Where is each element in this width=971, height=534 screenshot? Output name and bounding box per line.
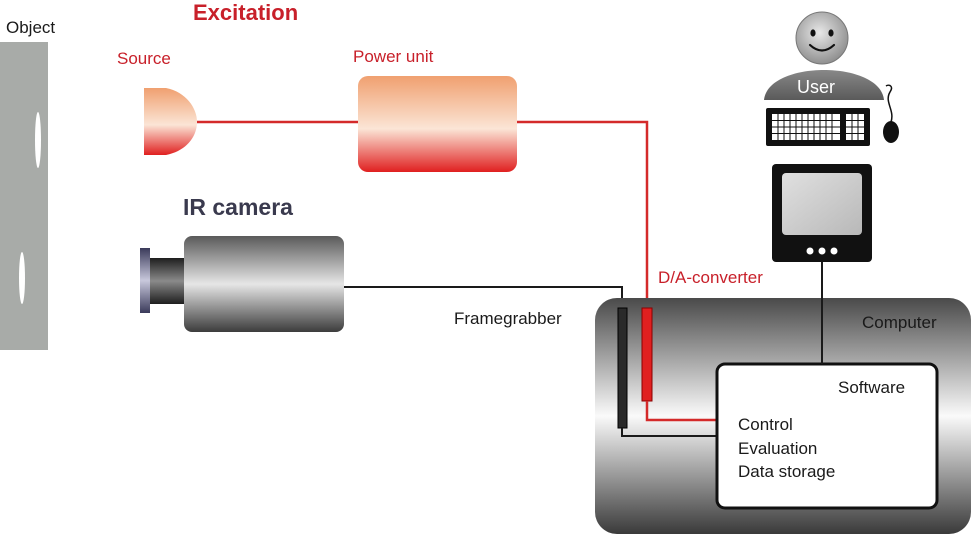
user-label: User — [797, 77, 835, 97]
computer-label: Computer — [862, 313, 937, 332]
object — [0, 42, 48, 350]
mouse-icon — [883, 84, 899, 143]
power-unit-box — [358, 76, 517, 172]
software-item-evaluation: Evaluation — [738, 439, 817, 458]
monitor-button — [830, 247, 838, 255]
monitor-button — [818, 247, 826, 255]
framegrabber-card — [617, 307, 628, 429]
object-plate — [0, 42, 48, 350]
monitor-icon — [772, 164, 872, 262]
framegrabber-label: Framegrabber — [454, 309, 562, 328]
user-body — [764, 70, 884, 100]
user-head — [795, 11, 849, 65]
da-converter-card — [641, 307, 653, 402]
user-eye — [810, 29, 816, 37]
object-defect-2 — [19, 252, 25, 304]
da-converter-label: D/A-converter — [658, 268, 763, 287]
camera-framegrabber-line — [344, 286, 623, 310]
keyboard-key-grid — [772, 114, 864, 140]
software-label: Software — [838, 378, 905, 397]
mouse-body — [883, 121, 899, 143]
source-lamp — [144, 88, 197, 155]
software-box — [715, 362, 939, 510]
source-label: Source — [117, 49, 171, 68]
user-eye — [828, 29, 834, 37]
monitor-screen — [782, 173, 862, 235]
user-smile — [808, 43, 836, 52]
object-defect-1 — [35, 112, 41, 168]
ir-camera-label: IR camera — [183, 194, 293, 220]
software-item-data-storage: Data storage — [738, 462, 835, 481]
framegrabber-software-line — [621, 428, 718, 437]
camera-lens — [150, 258, 186, 304]
camera-lens-cap — [140, 248, 150, 313]
software-item-control: Control — [738, 415, 793, 434]
ir-camera — [140, 236, 344, 332]
keyboard-icon — [766, 108, 870, 146]
mouse-cable — [885, 84, 893, 123]
power-unit-label: Power unit — [353, 47, 434, 66]
user-face-icon — [764, 11, 884, 100]
monitor-button — [806, 247, 814, 255]
power-da-line — [517, 120, 649, 310]
da-software-line — [645, 401, 718, 422]
object-label: Object — [6, 18, 55, 37]
camera-body — [184, 236, 344, 332]
excitation-title: Excitation — [193, 0, 298, 25]
